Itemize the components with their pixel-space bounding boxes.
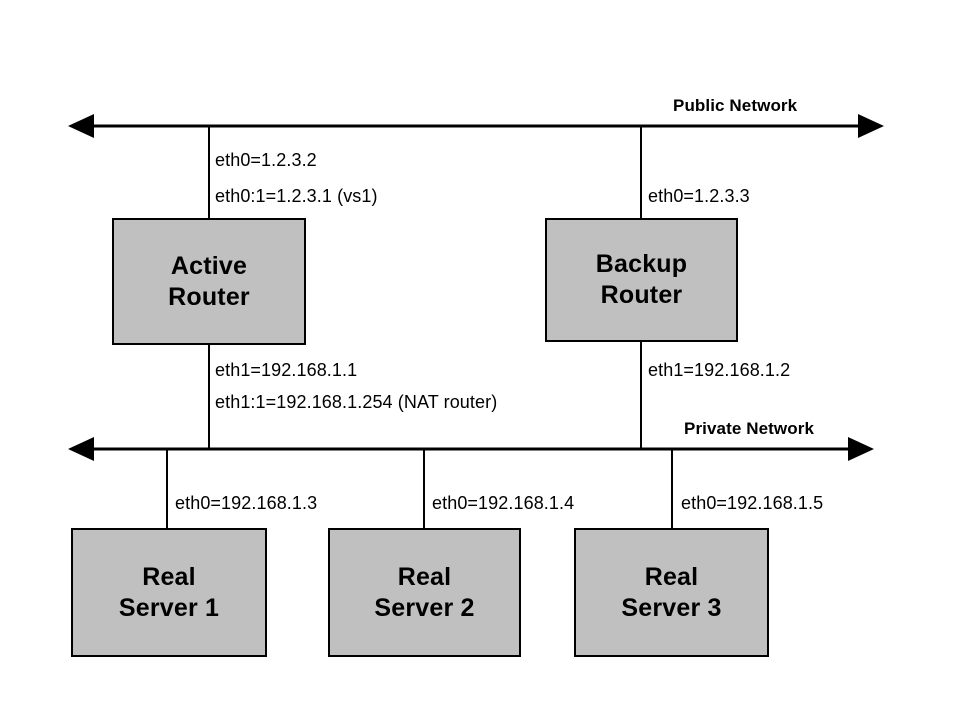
active-router-title-line2: Router [168, 282, 250, 311]
real-server-3-title-line2: Server 3 [621, 593, 722, 622]
backup-router-title-line1: Backup [595, 250, 688, 278]
real-server-3-eth0-label: eth0=192.168.1.5 [681, 493, 824, 513]
real-server-2-title-line2: Server 2 [374, 593, 475, 622]
private-network-label: Private Network [684, 419, 814, 438]
backup-router-eth0-label: eth0=1.2.3.3 [648, 186, 750, 206]
real-server-2-title-line1: Real [397, 562, 452, 591]
real-server-2-eth0-label: eth0=192.168.1.4 [432, 493, 575, 513]
real-server-1-title-line1: Real [142, 562, 196, 591]
active-router-node[interactable]: Active Router [112, 218, 306, 345]
real-server-1-title-line2: Server 1 [118, 593, 220, 622]
active-router-eth1-alias-label: eth1:1=192.168.1.254 (NAT router) [215, 392, 498, 412]
backup-router-node[interactable]: Backup Router [545, 218, 738, 342]
real-server-3-title-line1: Real [644, 562, 699, 591]
backup-router-title-line2: Router [600, 281, 683, 309]
real-server-1-node[interactable]: Real Server 1 [71, 528, 267, 657]
active-router-title-line1: Active [170, 251, 248, 280]
public-network-left-arrowhead [68, 114, 94, 138]
private-network-bus [68, 437, 874, 461]
private-network-left-arrowhead [68, 437, 94, 461]
active-router-eth1-label: eth1=192.168.1.1 [215, 360, 358, 380]
real-server-2-node[interactable]: Real Server 2 [328, 528, 521, 657]
active-router-eth0-alias-label: eth0:1=1.2.3.1 (vs1) [215, 186, 378, 206]
private-network-right-arrowhead [848, 437, 874, 461]
public-network-label: Public Network [673, 96, 798, 115]
public-network-bus [68, 114, 884, 138]
public-network-right-arrowhead [858, 114, 884, 138]
active-router-eth0-label: eth0=1.2.3.2 [215, 150, 317, 170]
backup-router-eth1-label: eth1=192.168.1.2 [648, 360, 791, 380]
real-server-3-node[interactable]: Real Server 3 [574, 528, 769, 657]
real-server-1-eth0-label: eth0=192.168.1.3 [175, 493, 318, 513]
